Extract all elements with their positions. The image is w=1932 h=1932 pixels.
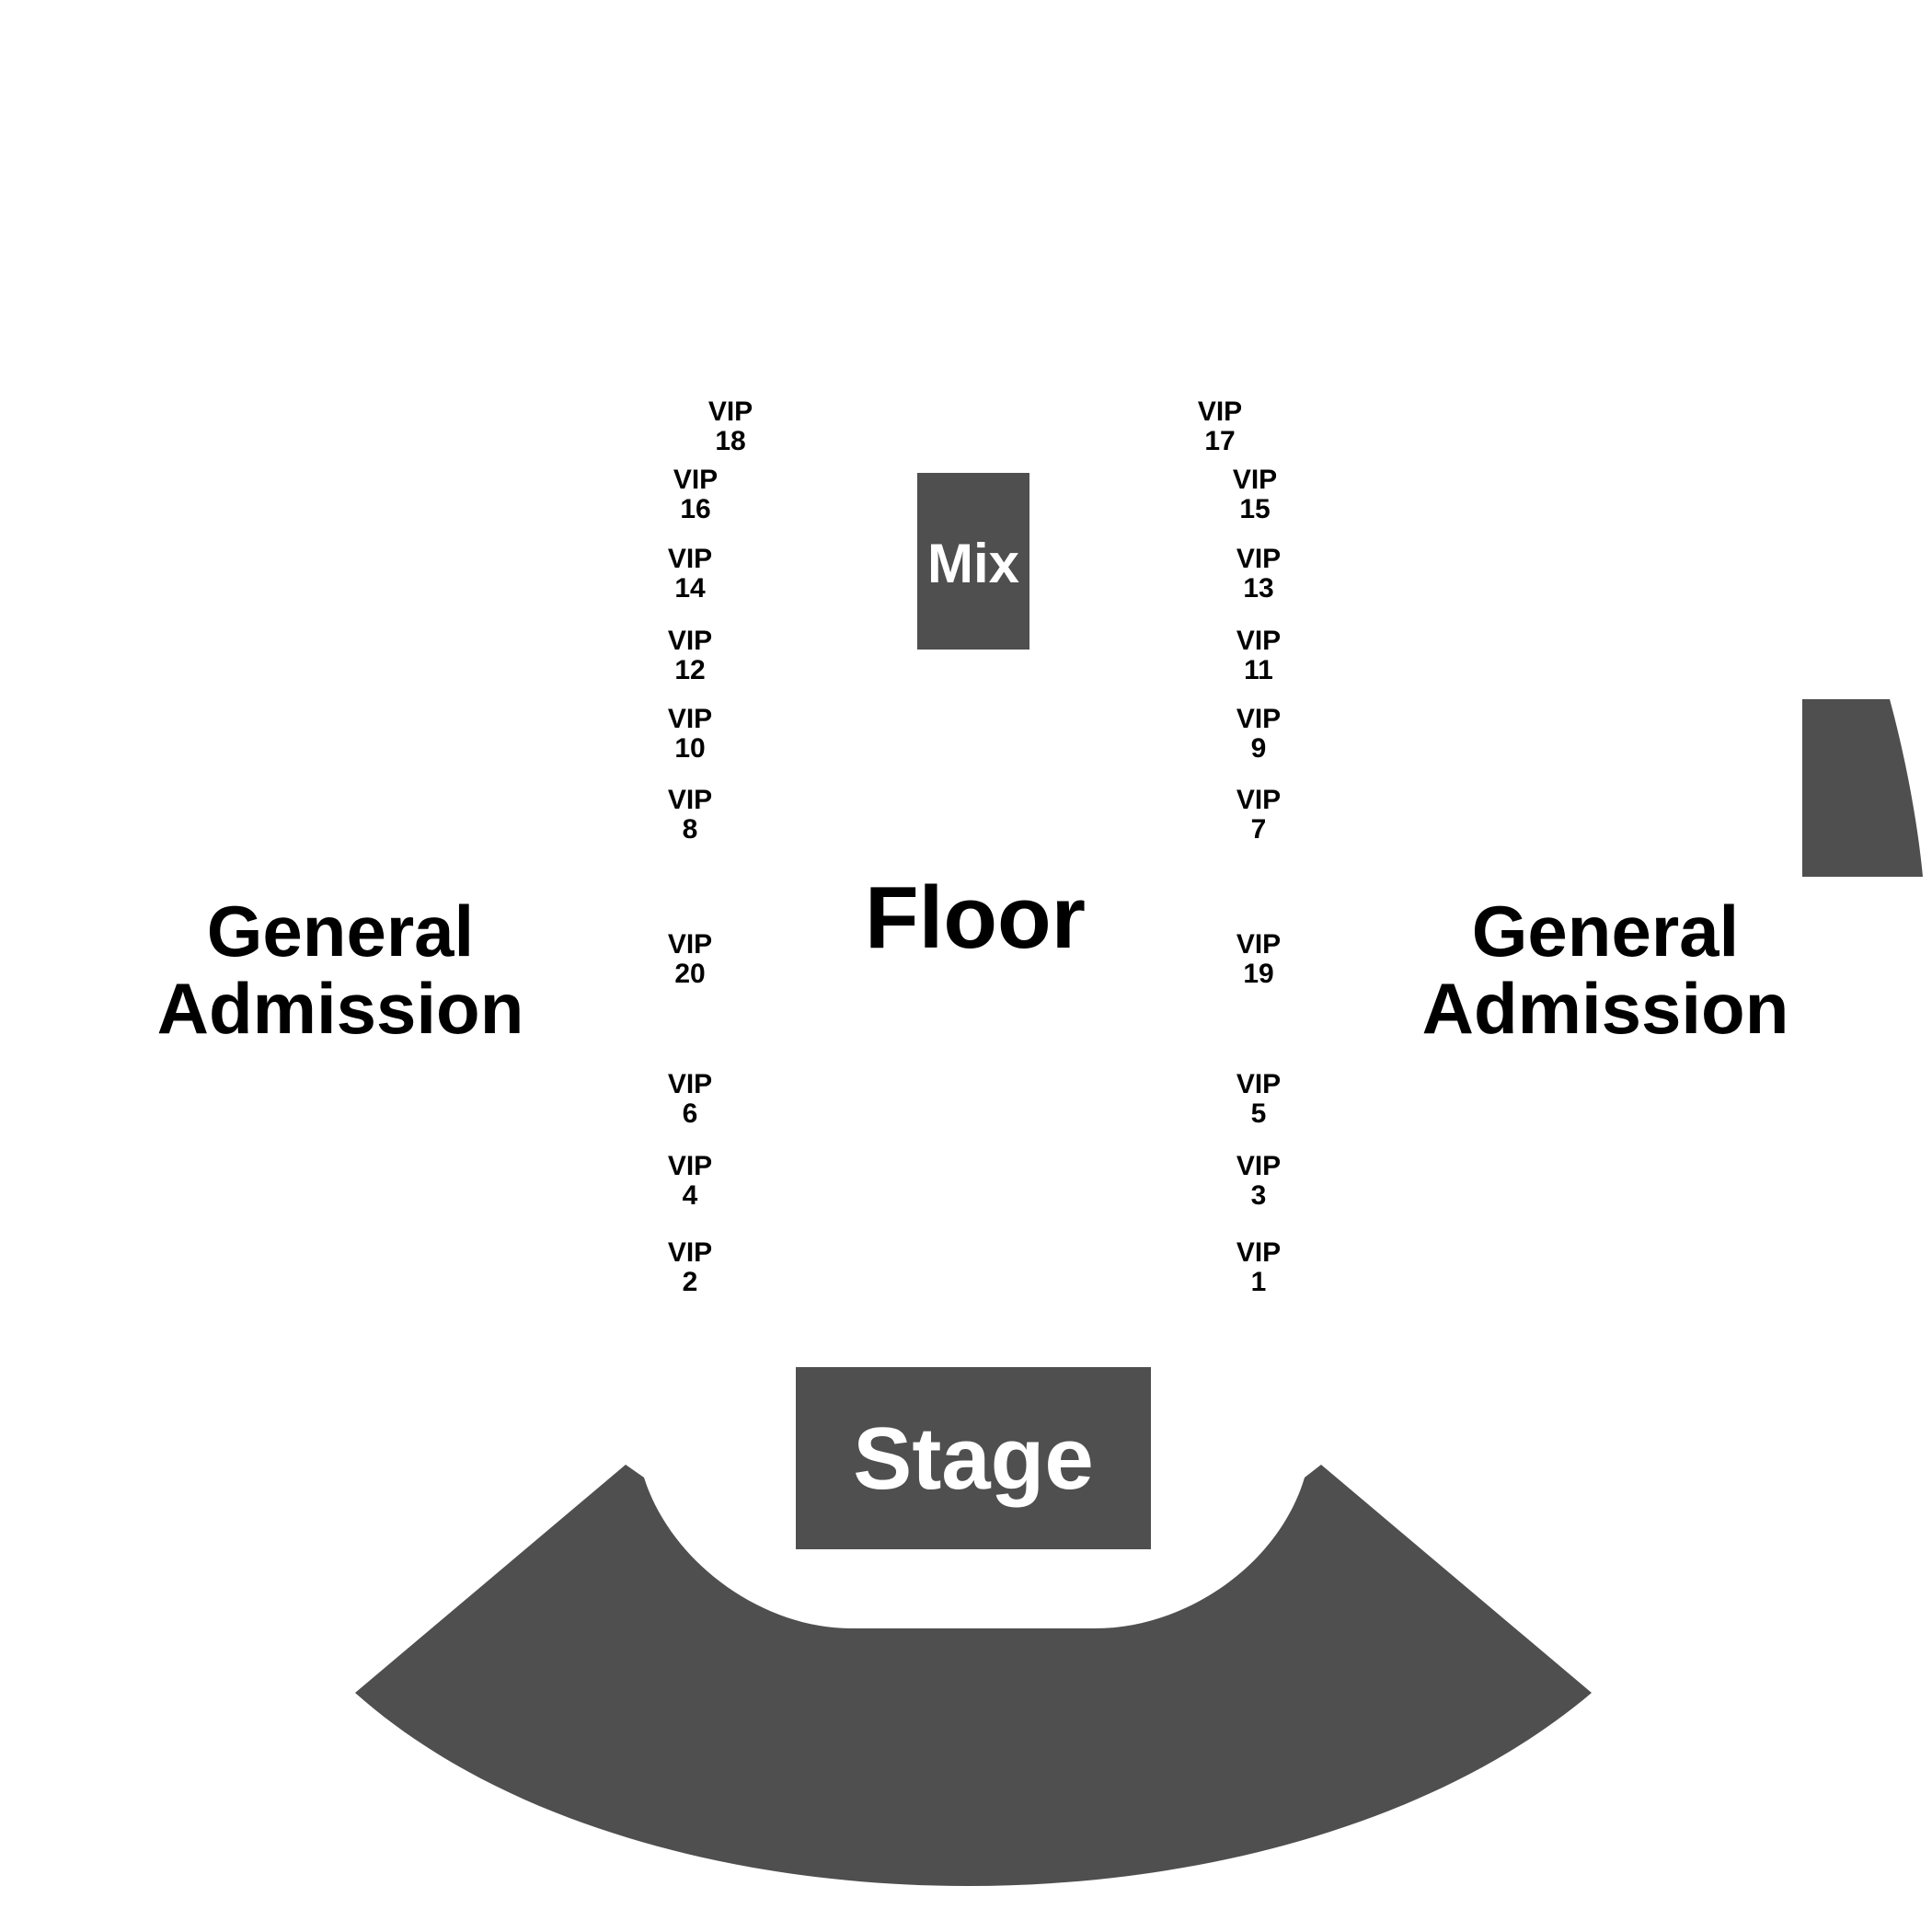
vip-19-label[interactable]: VIP 19 <box>1203 930 1314 989</box>
vip-1-label[interactable]: VIP 1 <box>1203 1238 1314 1297</box>
vip-6-label[interactable]: VIP 6 <box>635 1070 745 1129</box>
mix-label: Mix <box>926 533 1020 594</box>
vip-number: 3 <box>1250 1180 1267 1211</box>
ga-right-line1: General <box>1471 891 1740 972</box>
vip-3-label[interactable]: VIP 3 <box>1203 1152 1314 1211</box>
vip-prefix: VIP <box>1236 704 1282 734</box>
vip-18-label[interactable]: VIP 18 <box>675 397 786 456</box>
vip-4-label[interactable]: VIP 4 <box>635 1152 745 1211</box>
vip-number: 19 <box>1243 959 1274 989</box>
vip-prefix: VIP <box>1236 929 1282 960</box>
vip-prefix: VIP <box>667 929 713 960</box>
vip-number: 18 <box>715 426 746 456</box>
vip-prefix: VIP <box>667 1151 713 1181</box>
vip-prefix: VIP <box>1236 1151 1282 1181</box>
vip-number: 13 <box>1243 573 1274 604</box>
vip-number: 14 <box>674 573 706 604</box>
vip-prefix: VIP <box>1236 544 1282 574</box>
vip-17-label[interactable]: VIP 17 <box>1165 397 1275 456</box>
vip-prefix: VIP <box>707 397 753 427</box>
stage-section[interactable] <box>796 1367 1151 1549</box>
vip-8-label[interactable]: VIP 8 <box>635 786 745 845</box>
floor-label[interactable]: Floor <box>865 868 1086 967</box>
vip-16-label[interactable]: VIP 16 <box>640 466 751 524</box>
ga-left-line2: Admission <box>156 968 524 1049</box>
ga-right-line2: Admission <box>1421 968 1789 1049</box>
stage-label: Stage <box>853 1409 1094 1508</box>
vip-9-label[interactable]: VIP 9 <box>1203 705 1314 764</box>
vip-number: 9 <box>1250 733 1267 764</box>
vip-number: 5 <box>1250 1098 1267 1129</box>
vip-prefix: VIP <box>667 785 713 815</box>
vip-prefix: VIP <box>667 544 713 574</box>
vip-number: 16 <box>680 494 711 524</box>
vip-number: 1 <box>1250 1267 1267 1297</box>
vip-number: 11 <box>1244 655 1273 685</box>
vip-number: 6 <box>682 1098 698 1129</box>
vip-number: 12 <box>674 655 706 685</box>
vip-prefix: VIP <box>1236 626 1282 656</box>
vip-5-label[interactable]: VIP 5 <box>1203 1070 1314 1129</box>
vip-10-label[interactable]: VIP 10 <box>635 705 745 764</box>
vip-20-label[interactable]: VIP 20 <box>635 930 745 989</box>
vip-11-label[interactable]: VIP 11 <box>1203 627 1314 685</box>
vip-number: 17 <box>1204 426 1236 456</box>
vip-prefix: VIP <box>1236 1069 1282 1099</box>
vip-15-label[interactable]: VIP 15 <box>1200 466 1310 524</box>
vip-13-label[interactable]: VIP 13 <box>1203 545 1314 604</box>
vip-2-label[interactable]: VIP 2 <box>635 1238 745 1297</box>
vip-number: 7 <box>1250 814 1267 845</box>
general-admission-left-label[interactable]: General Admission <box>101 892 580 1047</box>
vip-prefix: VIP <box>1197 397 1243 427</box>
vip-prefix: VIP <box>667 1069 713 1099</box>
vip-number: 20 <box>674 959 706 989</box>
vip-7-label[interactable]: VIP 7 <box>1203 786 1314 845</box>
vip-prefix: VIP <box>1236 785 1282 815</box>
vip-number: 4 <box>682 1180 698 1211</box>
vip-12-label[interactable]: VIP 12 <box>635 627 745 685</box>
mix-booth-section[interactable] <box>917 473 1029 650</box>
vip-prefix: VIP <box>1236 1237 1282 1268</box>
vip-number: 8 <box>682 814 698 845</box>
vip-number: 2 <box>682 1267 698 1297</box>
general-admission-right-label[interactable]: General Admission <box>1366 892 1845 1047</box>
vip-14-label[interactable]: VIP 14 <box>635 545 745 604</box>
vip-prefix: VIP <box>667 704 713 734</box>
ga-left-line1: General <box>206 891 475 972</box>
vip-prefix: VIP <box>667 626 713 656</box>
vip-prefix: VIP <box>1232 465 1278 495</box>
rear-arc-section[interactable] <box>355 1465 1592 1886</box>
vip-number: 10 <box>674 733 706 764</box>
vip-number: 15 <box>1239 494 1271 524</box>
right-edge-section[interactable] <box>1802 699 1923 877</box>
vip-prefix: VIP <box>673 465 719 495</box>
vip-prefix: VIP <box>667 1237 713 1268</box>
